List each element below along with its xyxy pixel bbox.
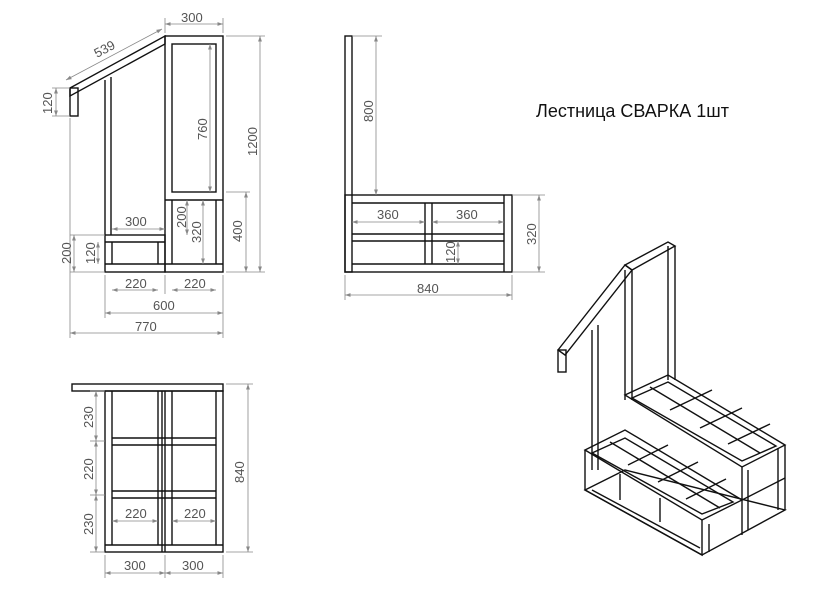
isometric-view [556, 241, 787, 557]
side-view: 539 300 120 760 1200 200 320 400 300 200… [40, 10, 265, 338]
front-view: 800 360 360 320 120 840 [344, 35, 545, 300]
dim-post-height: 800 [361, 100, 376, 122]
dim-front-bay-right: 360 [456, 207, 478, 222]
dim-top-bay-left: 220 [125, 506, 147, 521]
dim-row-1: 230 [81, 406, 96, 428]
dim-top-width: 300 [181, 10, 203, 25]
dim-bay-right: 220 [184, 276, 206, 291]
dim-row-2: 220 [81, 458, 96, 480]
dim-total-height: 1200 [245, 127, 260, 156]
dim-top-bay-right: 220 [184, 506, 206, 521]
dim-handrail-length: 539 [91, 37, 117, 60]
dim-step-gap: 200 [174, 206, 189, 228]
dim-base-inner: 120 [83, 242, 98, 264]
dim-front-total-width: 840 [417, 281, 439, 296]
top-view: 230 220 230 220 220 840 300 300 [71, 383, 253, 578]
dim-mid-width: 300 [125, 214, 147, 229]
dim-lower-height: 400 [230, 220, 245, 242]
dim-step-inner: 320 [189, 221, 204, 243]
dim-total-width: 770 [135, 319, 157, 334]
front-view-dimension-lines [344, 35, 545, 300]
dim-bay-left: 220 [125, 276, 147, 291]
dim-width-left: 300 [124, 558, 146, 573]
side-view-dimension-lines [52, 18, 265, 338]
top-view-dimension-lines [90, 383, 253, 578]
dim-handrail-drop: 120 [40, 92, 55, 114]
dim-inner-height: 120 [443, 241, 458, 263]
dim-front-bay-left: 360 [377, 207, 399, 222]
dim-base-width: 600 [153, 298, 175, 313]
dim-width-right: 300 [182, 558, 204, 573]
dim-upper-span: 760 [195, 118, 210, 140]
front-view-frame [344, 35, 513, 273]
dim-row-3: 230 [81, 513, 96, 535]
dim-frame-height: 320 [524, 223, 539, 245]
drawing-title: Лестница СВАРКА 1шт [536, 101, 729, 121]
dim-base-height: 200 [59, 242, 74, 264]
dim-top-total-depth: 840 [232, 461, 247, 483]
